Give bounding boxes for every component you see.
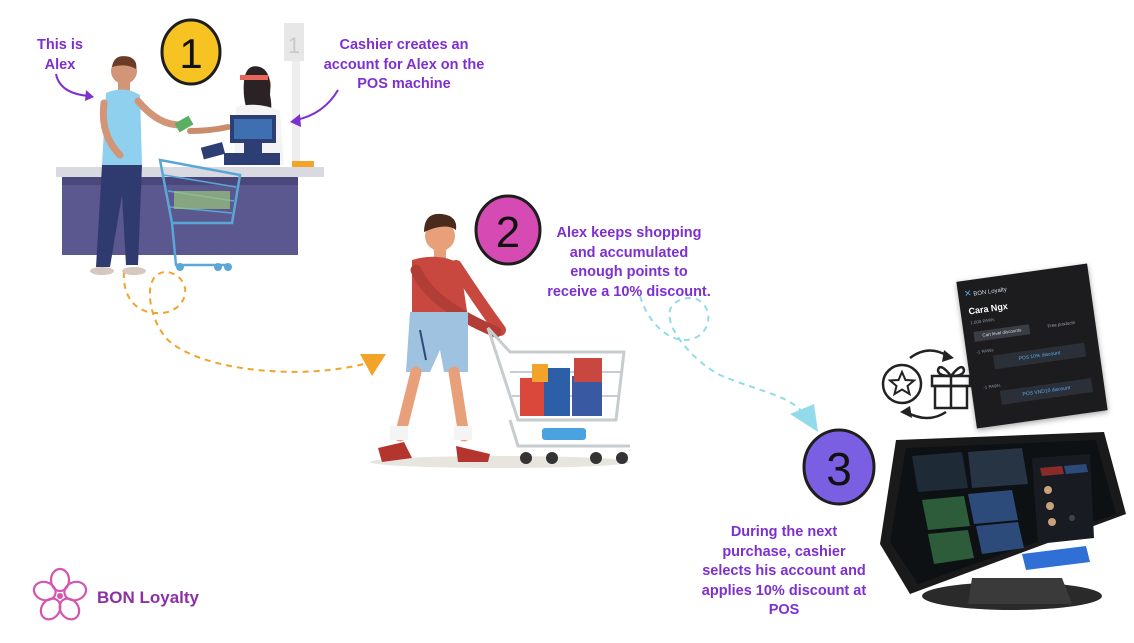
reward-2-button[interactable]: POS VND10 discount [999, 378, 1093, 405]
tab-cart-level-discounts[interactable]: Cart level discounts [973, 324, 1031, 342]
step-3-caption-line: selects his account and [702, 563, 866, 579]
panel-header: ✕ BON Loyalty [963, 283, 1007, 300]
alex-label-line: Alex [44, 56, 76, 73]
step-1-caption-line: POS machine [357, 76, 451, 92]
customer-points: 1,000 PAWs [969, 316, 995, 326]
star-gift-exchange-icon [881, 349, 972, 420]
step-1-caption: Cashier creates an account for Alex on t… [318, 36, 490, 95]
step-1-caption-line: account for Alex on the [323, 56, 485, 73]
step-3-caption-line: applies 10% discount at [701, 582, 867, 599]
pos-loyalty-panel: ✕ BON Loyalty Cara Ngx 1,000 PAWs Cart l… [956, 263, 1108, 429]
tab-free-products[interactable]: Free products [1047, 319, 1076, 329]
close-icon[interactable]: ✕ [963, 287, 973, 299]
step-2-badge: 2 [474, 194, 542, 266]
step-1-caption-line: Cashier creates an [339, 37, 469, 53]
flow-path-2-to-3 [639, 295, 806, 416]
step-3-number: 3 [826, 443, 852, 495]
panel-app-title: BON Loyalty [973, 286, 1008, 298]
step-2-caption: Alex keeps shopping and accumulated enou… [540, 224, 718, 302]
customer-name: Cara Ngx [967, 301, 1009, 317]
step-2-caption-line: enough points to [570, 264, 688, 280]
reward-2-cost: -1 PAWs [982, 382, 1001, 391]
step-1-number: 1 [179, 30, 202, 77]
flower-logo-icon [32, 567, 88, 621]
reward-1-button[interactable]: POS 10% discount [992, 342, 1086, 370]
pos-tablet-device [880, 432, 1126, 610]
step-2-caption-line: receive a 10% discount. [547, 283, 711, 300]
shopping-scene-illustration [370, 213, 630, 468]
reward-1-cost: -1 PAWs [975, 347, 994, 355]
step-3-caption-line: purchase, cashier [722, 543, 846, 560]
cashier-pointer-arrow-icon [290, 89, 339, 127]
step-3-caption: During the next purchase, cashier select… [684, 523, 884, 621]
step-2-caption-line: and accumulated [569, 244, 689, 261]
step-2-caption-line: Alex keeps shopping [556, 225, 702, 241]
step-3-caption-line: POS [768, 602, 800, 618]
alex-label: This is Alex [30, 36, 90, 75]
brand-name: BON Loyalty [97, 588, 200, 607]
step-3-badge: 3 [802, 428, 876, 506]
flow-path-1-to-2 [122, 270, 373, 373]
flow-arrowhead-2 [790, 404, 818, 432]
flow-arrowhead-1 [360, 354, 386, 376]
step-2-number: 2 [496, 208, 520, 257]
step-1-badge: 1 [160, 18, 222, 86]
alex-label-line: This is [37, 37, 83, 53]
svg-text:1: 1 [288, 33, 300, 58]
checkout-scene-illustration: 1 [56, 23, 324, 275]
alex-pointer-arrow-icon [55, 73, 94, 101]
step-3-caption-line: During the next [730, 524, 838, 540]
